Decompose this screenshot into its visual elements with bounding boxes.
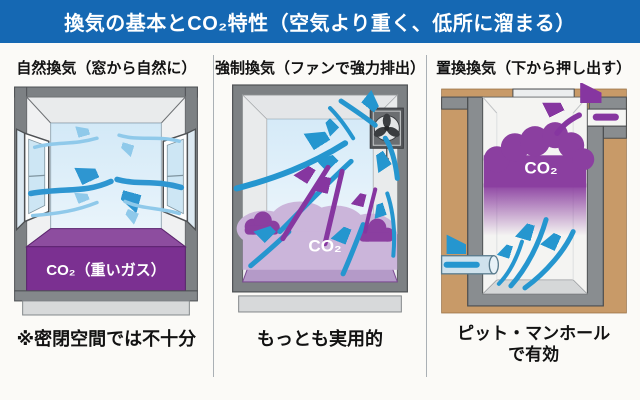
airflow-arrows — [499, 217, 576, 291]
panel-heading: 置換換気（下から押し出す） — [436, 60, 632, 77]
natural-ventilation-illustration: CO₂（重いガス） — [14, 86, 199, 316]
airflow-arrows — [28, 135, 185, 215]
panel-caption-line1: ピット・マンホール — [457, 324, 611, 343]
panel-caption: ※密閉空間では不十分 — [16, 329, 197, 349]
panel-caption: ピット・マンホール で有効 — [457, 323, 610, 366]
airflow-arrows — [233, 101, 400, 277]
title-bar: 換気の基本とCO₂特性（空気より重く、低所に溜まる） — [0, 0, 640, 43]
panel-caption: もっとも実用的 — [257, 329, 383, 349]
right-window-icon — [162, 128, 197, 232]
exhaust-fan-icon — [369, 107, 404, 162]
co2-cloud: CO₂ — [483, 122, 594, 236]
panel-heading: 強制換気（ファンで強力排出） — [215, 60, 426, 77]
dense-co2-puff-right — [359, 218, 395, 242]
co2-cloud-label: CO₂ — [524, 158, 557, 177]
co2-exit-arrows — [557, 115, 619, 136]
displacement-ventilation-illustration: CO₂ — [440, 83, 627, 314]
forced-ventilation-illustration: CO₂ — [232, 84, 408, 313]
co2-cloud-label: CO₂ — [308, 237, 341, 256]
inlet-pipe — [440, 256, 499, 275]
panel-row: 自然換気（窓から自然に） — [0, 43, 640, 400]
panel-divider — [212, 55, 214, 377]
panel-caption-line2: で有効 — [508, 345, 560, 365]
panel-displacement-ventilation: 置換換気（下から押し出す） — [427, 43, 640, 400]
co2-layer: CO₂（重いガス） — [25, 228, 188, 292]
page-title: 換気の基本とCO₂特性（空気より重く、低所に溜まる） — [64, 13, 576, 35]
room-base — [238, 295, 402, 313]
panel-forced-ventilation: 強制換気（ファンで強力排出） — [214, 43, 427, 400]
panel-heading: 自然換気（窓から自然に） — [16, 60, 197, 77]
panel-natural-ventilation: 自然換気（窓から自然に） — [0, 43, 213, 400]
co2-layer-label: CO₂（重いガス） — [47, 261, 167, 279]
panel-divider — [426, 55, 428, 377]
room-base — [14, 290, 199, 316]
